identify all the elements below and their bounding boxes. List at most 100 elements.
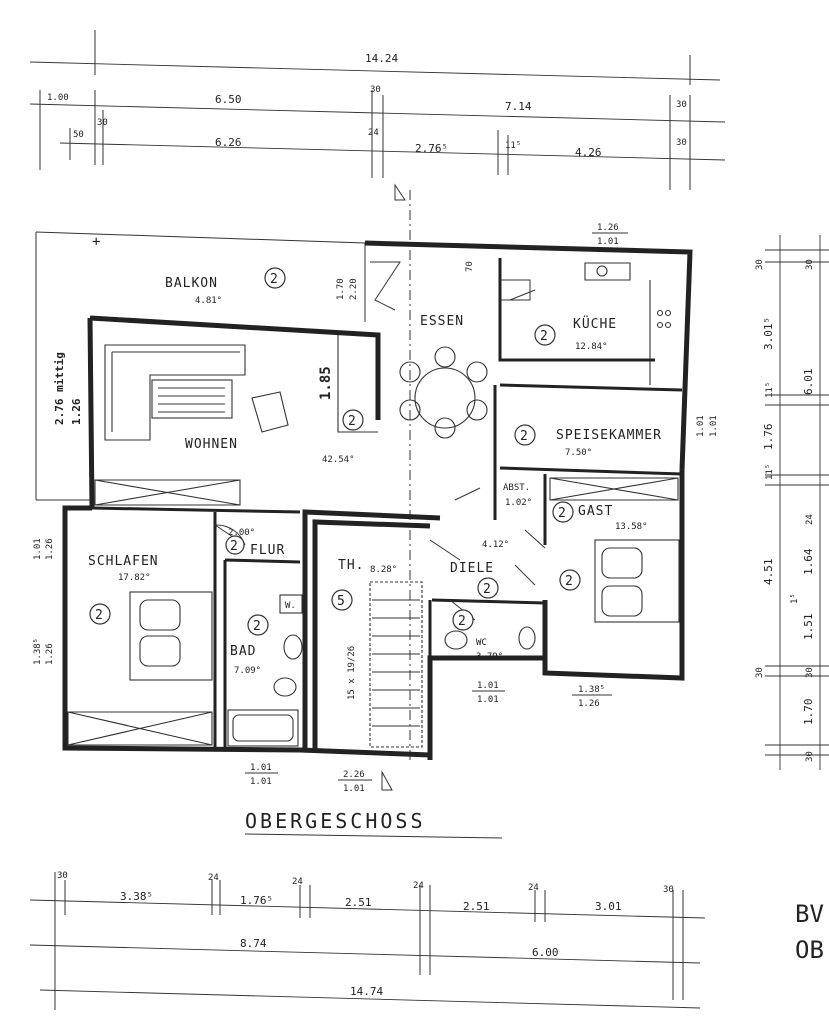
- dim-t3h: 30: [676, 138, 687, 148]
- interior-walls: [91, 258, 683, 748]
- room-area-flur: 2.00°: [228, 528, 255, 538]
- room-name-schlafen: SCHLAFEN: [88, 554, 159, 569]
- room-name-balkon: BALKON: [165, 276, 218, 291]
- dim-t2d: 7.14: [505, 100, 532, 113]
- room-area-th: 8.28°: [370, 565, 397, 575]
- dim-r1: 30: [805, 259, 815, 270]
- wohnen-left-top: 2.76 mittig: [53, 352, 66, 425]
- kueche-win-top: 1.26: [597, 223, 619, 233]
- wc-win-top: 1.01: [477, 681, 499, 691]
- dim-t3b: 30: [97, 118, 108, 128]
- gast-win-bottom: 1.26: [578, 699, 600, 709]
- room-name-wc: WC: [476, 638, 487, 648]
- schlafen-left1-top: 1.01: [33, 538, 43, 560]
- th-win-bottom: 1.01: [343, 784, 365, 794]
- room-labels: BALKON 4.81° WOHNEN 42.54° ESSEN KÜCHE 1…: [88, 276, 662, 700]
- code-kueche: 2: [540, 329, 548, 344]
- wc-win-bottom: 1.01: [477, 695, 499, 705]
- dim-r8: 4.51: [762, 559, 775, 586]
- bad-w: W.: [285, 601, 296, 611]
- bottom-dimension-chains: 30 3.38⁵ 24 1.76⁵ 24 2.51 24 2.51 24 3.0…: [29, 871, 706, 1010]
- speise-win-top: 1.01: [696, 415, 706, 437]
- dim-r4: 11⁵: [765, 382, 775, 398]
- dim-b1f: 2.51: [345, 896, 372, 909]
- dim-b2a: 8.74: [240, 937, 267, 950]
- dim-b1k: 30: [663, 885, 674, 895]
- dim-r3: 6.01: [802, 369, 815, 396]
- right-dimension-chain: 30 30 3.01⁵ 6.01 11⁵ 1.76 11⁵ 24 4.51 1.…: [755, 235, 829, 770]
- room-name-kueche: KÜCHE: [573, 315, 617, 332]
- essen-70: 70: [465, 261, 475, 272]
- code-wc: 2: [458, 614, 466, 629]
- room-area-wohnen: 42.54°: [322, 455, 355, 465]
- edge-text-2: OB: [795, 936, 824, 964]
- dim-t3g: 4.26: [575, 146, 602, 159]
- furniture: [67, 262, 680, 748]
- code-bad: 2: [253, 619, 261, 634]
- code-flur: 2: [230, 539, 238, 554]
- room-area-bad: 7.09°: [234, 666, 261, 676]
- balkon-door-top: 1.70: [336, 278, 346, 300]
- top-dimension-chains: 14.24 1.00 6.50 30 7.14 30 50 30 6.26 24…: [29, 30, 726, 760]
- code-diele: 2: [483, 582, 491, 597]
- dim-t2a: 1.00: [47, 93, 69, 103]
- dim-b2b: 6.00: [532, 946, 559, 959]
- room-name-gast: GAST: [578, 504, 613, 519]
- section-marker-top: [394, 183, 406, 201]
- dim-b1h: 2.51: [463, 900, 490, 913]
- outer-walls: +: [35, 231, 693, 760]
- wohnen-left-bottom: 1.26: [70, 398, 83, 425]
- room-area-kueche: 12.84°: [575, 342, 608, 352]
- stair-spec: 15 x 19/26: [347, 646, 357, 700]
- code-balkon: 2: [270, 272, 278, 287]
- code-th: 5: [337, 594, 345, 609]
- opening-dims: 1.26 1.01 1.01 1.01 1.70 2.20 70 1.85 2.…: [33, 223, 719, 794]
- schlafen-left2-bottom: 1.26: [45, 643, 55, 665]
- room-name-essen: ESSEN: [420, 314, 464, 329]
- dim-b1b: 3.38⁵: [120, 890, 153, 903]
- room-name-abst: ABST.: [503, 483, 530, 493]
- dim-b1c: 24: [208, 873, 219, 883]
- room-name-flur: FLUR: [250, 543, 285, 558]
- dim-r10: 1⁵: [790, 593, 800, 604]
- dim-r0: 30: [755, 259, 765, 270]
- dim-r7: 24: [805, 514, 815, 525]
- dim-b1a: 30: [57, 871, 68, 881]
- code-wohnen: 2: [348, 414, 356, 429]
- dim-b1i: 24: [528, 883, 539, 893]
- balkon-door-bottom: 2.20: [349, 278, 359, 300]
- code-gast-extra: 2: [565, 574, 573, 589]
- dim-t2b: 6.50: [215, 93, 242, 106]
- room-name-wohnen: WOHNEN: [185, 437, 238, 452]
- room-area-diele: 4.12°: [482, 540, 509, 550]
- edge-text-1: BV: [795, 900, 824, 928]
- room-area-wc: 3.79°: [476, 652, 503, 662]
- code-schlafen: 2: [95, 608, 103, 623]
- dim-b1g: 24: [413, 881, 424, 891]
- bad-win-top: 1.01: [250, 763, 272, 773]
- dim-t3c: 6.26: [215, 136, 242, 149]
- bad-win-bottom: 1.01: [250, 777, 272, 787]
- th-win-top: 2.26: [343, 770, 365, 780]
- dim-t3e: 2.76⁵: [415, 142, 448, 155]
- section-marker-bottom: [381, 770, 393, 791]
- dim-r11: 1.51: [802, 614, 815, 641]
- room-name-bad: BAD: [230, 644, 256, 659]
- dim-r5: 1.76: [762, 424, 775, 451]
- dim-t3a: 50: [73, 130, 84, 140]
- room-name-speisekammer: SPEISEKAMMER: [556, 428, 662, 443]
- code-speise: 2: [520, 429, 528, 444]
- dim-t3f: 11⁵: [505, 141, 521, 151]
- gast-win-top: 1.38⁵: [578, 685, 605, 695]
- wohnen-185: 1.85: [318, 366, 334, 400]
- room-area-gast: 13.58°: [615, 522, 648, 532]
- dim-b1d: 1.76⁵: [240, 894, 273, 907]
- room-area-abst: 1.02°: [505, 498, 532, 508]
- dim-t3d: 24: [368, 128, 379, 138]
- dim-b1j: 3.01: [595, 900, 622, 913]
- room-codes: 2 2 2 2 2 2 2 5 2 2 2 2: [89, 267, 581, 636]
- dim-r6: 11⁵: [765, 464, 775, 480]
- dim-r2: 3.01⁵: [762, 317, 775, 350]
- schlafen-left2-top: 1.38⁵: [33, 638, 43, 665]
